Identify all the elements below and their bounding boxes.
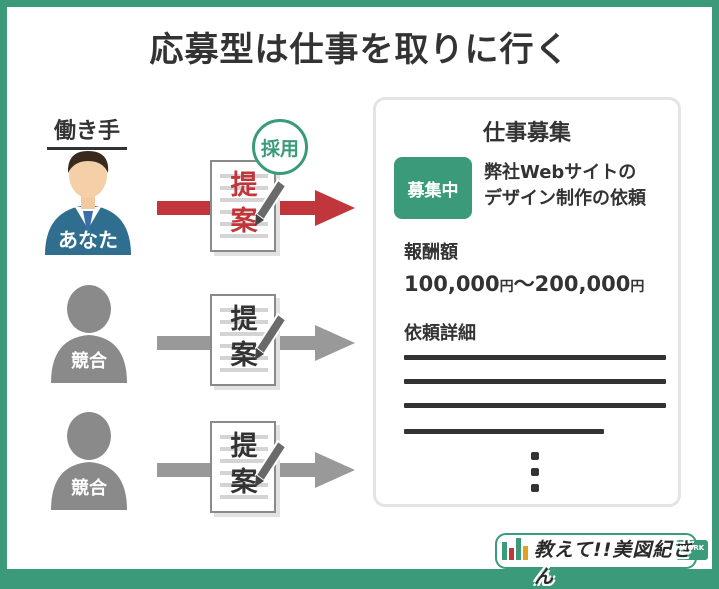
job-title: 弊社Webサイトの デザイン制作の依頼	[484, 160, 680, 212]
pen-icon	[254, 178, 288, 226]
reward-min: 100,000	[404, 272, 500, 296]
proposal-text: 提案	[230, 170, 258, 237]
page-title: 応募型は仕事を取りに行く	[149, 30, 570, 70]
person-competitor-icon: 競合	[49, 410, 129, 510]
brand-logo: 教えて!!美図紀さん WORK	[494, 528, 712, 588]
reward-separator: 〜	[513, 272, 535, 296]
person-competitor-label: 競合	[71, 351, 107, 372]
reward-value: 100,000円〜200,000円	[404, 268, 680, 298]
job-panel-title: 仕事募集	[482, 121, 571, 146]
proposal-text: 提案	[230, 431, 258, 498]
proposal-text: 提案	[230, 304, 258, 371]
recruiting-badge: 募集中	[394, 157, 472, 219]
person-competitor-label: 競合	[71, 478, 107, 499]
reward-unit: 円	[499, 279, 514, 295]
adopted-stamp-icon: 採用	[252, 119, 308, 175]
pen-icon	[254, 312, 288, 360]
detail-line	[404, 379, 666, 384]
detail-line	[404, 403, 666, 408]
person-you-icon: あなた	[43, 145, 133, 255]
job-title-line: 弊社Webサイトの	[484, 162, 637, 183]
job-title-line: デザイン制作の依頼	[484, 188, 646, 209]
job-posting-panel: 仕事募集 募集中 弊社Webサイトの デザイン制作の依頼 報酬額 100,000…	[373, 97, 681, 507]
brand-sign: WORK	[679, 544, 705, 552]
reward-unit: 円	[630, 279, 645, 295]
details-label: 依頼詳細	[404, 323, 476, 344]
ellipsis-dot	[531, 452, 539, 460]
detail-line	[404, 429, 604, 434]
person-competitor-icon: 競合	[49, 283, 129, 383]
reward-max: 200,000	[534, 272, 631, 296]
detail-line	[404, 355, 666, 360]
pen-icon	[254, 439, 288, 487]
ellipsis-dot	[531, 484, 539, 492]
ellipsis-dot	[531, 468, 539, 476]
reward-label: 報酬額	[404, 242, 458, 263]
brand-logo-graphic	[495, 533, 708, 569]
person-you-label: あなた	[58, 228, 118, 252]
worker-label: 働き手	[47, 113, 127, 150]
